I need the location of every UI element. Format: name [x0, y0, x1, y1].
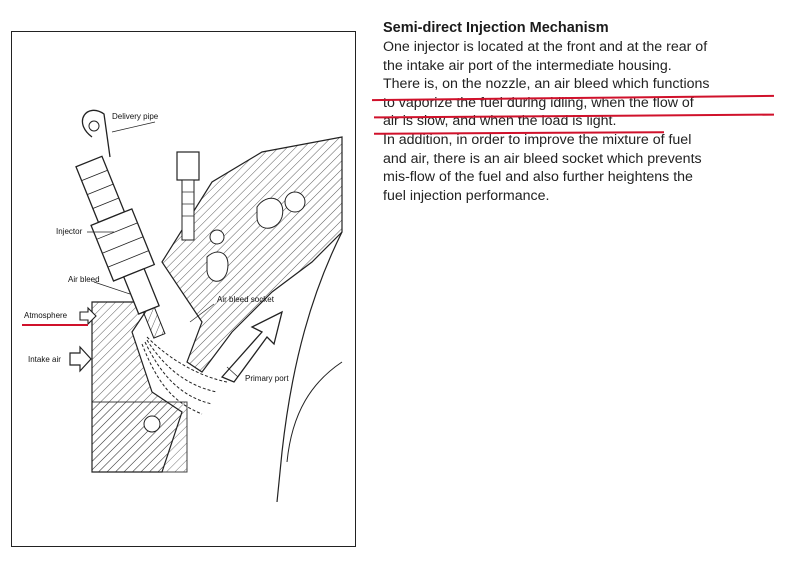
intake-air-arrow	[69, 345, 92, 373]
text-line: mis-flow of the fuel and also further he…	[383, 169, 693, 186]
leader-line	[93, 281, 131, 295]
label-primary-port: Primary port	[245, 374, 289, 383]
label-air-bleed-socket: Air bleed socket	[217, 295, 274, 304]
housing-cutout	[256, 197, 284, 229]
bolt-hole	[143, 415, 161, 433]
rotor-contour	[276, 231, 343, 503]
bolt-hole	[209, 229, 225, 245]
rotor-contour-inner	[286, 361, 343, 463]
description-text: Semi-direct Injection Mechanism One inje…	[383, 19, 778, 205]
bolt-hole	[284, 191, 306, 213]
delivery-pipe-fitting	[88, 120, 100, 132]
text-line-underlined: There is, on the nozzle, an air bleed wh…	[383, 76, 710, 93]
leader-line	[189, 303, 215, 323]
label-injector: Injector	[56, 227, 83, 236]
text-line: In addition, in order to improve the mix…	[383, 131, 692, 148]
housing-cutout	[206, 251, 229, 282]
text-line: the intake air port of the intermediate …	[383, 57, 672, 74]
label-atmosphere: Atmosphere	[24, 311, 68, 320]
text-line: One injector is located at the front and…	[383, 39, 708, 55]
injection-diagram: Delivery pipe Injector Air bleed Atmosph…	[11, 31, 356, 547]
text-line: and air, there is an air bleed socket wh…	[383, 150, 702, 167]
mounting-bolt	[176, 151, 200, 241]
flow-arrow	[220, 310, 283, 383]
label-delivery-pipe: Delivery pipe	[112, 112, 159, 121]
atmosphere-arrow	[79, 306, 97, 326]
leader-line	[226, 366, 239, 378]
injection-diagram-drawing	[22, 109, 343, 503]
text-line-underlined: to vaporize the fuel during idling, when…	[383, 94, 694, 111]
label-intake-air: Intake air	[28, 355, 61, 364]
housing-lower-block	[91, 401, 188, 473]
section-title: Semi-direct Injection Mechanism	[383, 20, 609, 36]
text-line-underlined: air is slow, and when the load is light.	[383, 113, 617, 130]
label-air-bleed: Air bleed	[68, 275, 100, 284]
fuel-spray	[141, 336, 228, 415]
text-line: fuel injection performance.	[383, 187, 550, 204]
injector-drawing	[75, 155, 166, 339]
leader-line	[111, 121, 156, 133]
delivery-pipe-drawing	[81, 109, 111, 158]
